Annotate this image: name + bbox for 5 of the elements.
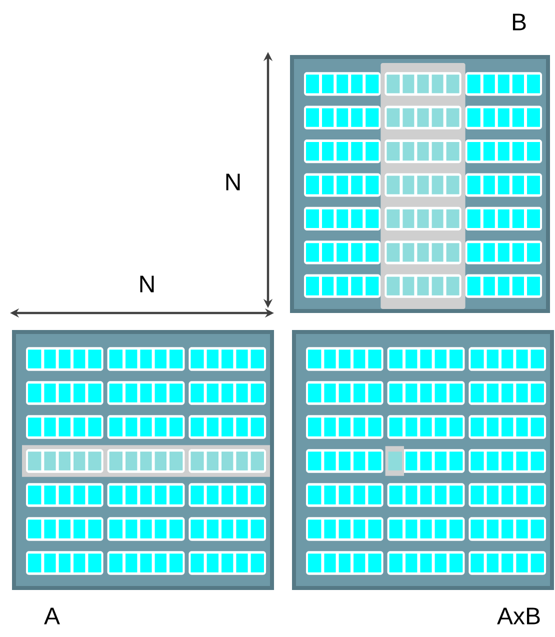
matrix-label: B (512, 14, 526, 30)
matrix-label: A (44, 608, 60, 624)
matrix-label: AxB (497, 608, 540, 624)
dimension-label: N (140, 276, 154, 292)
dimension-label: N (226, 174, 240, 190)
